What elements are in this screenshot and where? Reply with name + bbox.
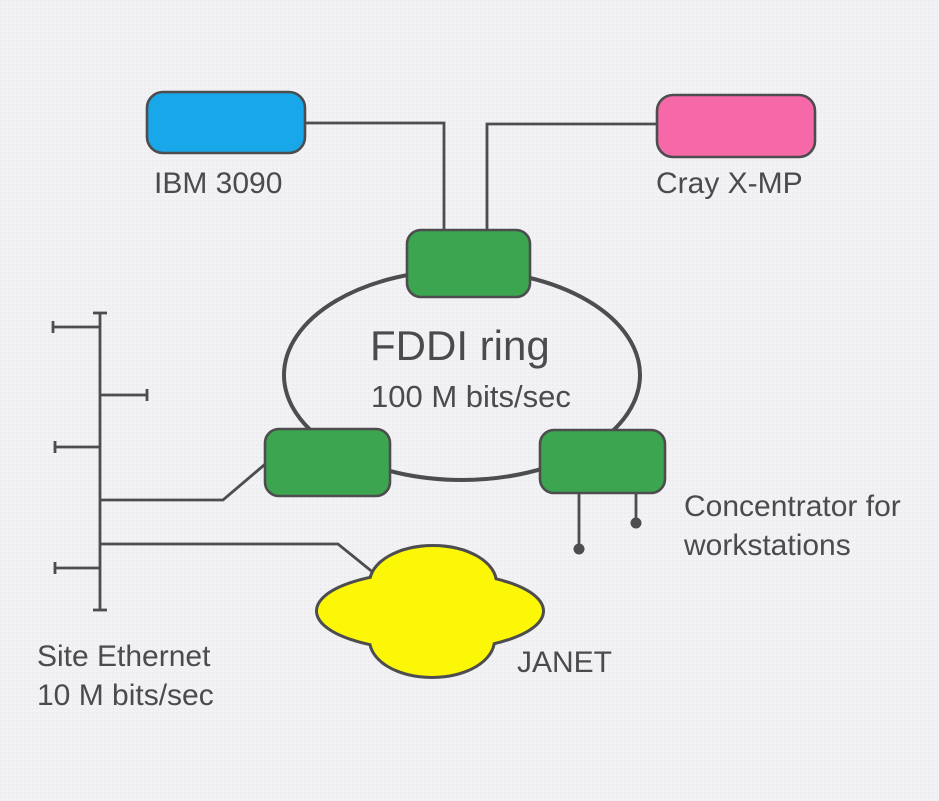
ibm-3090-node bbox=[145, 90, 307, 155]
cray-xmp-node bbox=[655, 93, 817, 159]
ring-concentrator-left bbox=[263, 427, 392, 498]
janet-cloud-lobe-fill bbox=[371, 604, 493, 676]
ethernet-to-ring-link bbox=[100, 458, 271, 502]
cray-xmp-label: Cray X-MP bbox=[656, 167, 803, 200]
concentrator-caption-line2: workstations bbox=[683, 529, 851, 562]
connector-lines bbox=[51, 121, 657, 612]
workstation-dot bbox=[573, 543, 585, 555]
workstation-dots bbox=[573, 517, 642, 555]
janet-label: JANET bbox=[517, 646, 612, 679]
site-ethernet-caption-line1: Site Ethernet bbox=[37, 640, 211, 673]
cray-to-ring-link bbox=[485, 122, 657, 232]
janet-cloud bbox=[315, 544, 545, 679]
labels: IBM 3090 Cray X-MP FDDI ring 100 M bits/… bbox=[37, 167, 901, 712]
ibm-to-ring-link bbox=[305, 121, 446, 232]
ring-concentrator-right bbox=[538, 428, 667, 495]
ethernet-to-janet-link bbox=[100, 542, 381, 580]
concentrator-caption-line1: Concentrator for bbox=[684, 490, 901, 523]
fddi-ring-label: FDDI ring bbox=[370, 322, 550, 369]
workstation-dot bbox=[630, 517, 642, 529]
fddi-ring-speed-label: 100 M bits/sec bbox=[371, 379, 571, 414]
janet-cloud-lobe-fill bbox=[371, 547, 495, 619]
site-ethernet-caption-line2: 10 M bits/sec bbox=[37, 679, 214, 712]
ibm-3090-label: IBM 3090 bbox=[154, 167, 282, 200]
node-boxes bbox=[145, 90, 817, 498]
ring-concentrator-top bbox=[405, 228, 532, 299]
